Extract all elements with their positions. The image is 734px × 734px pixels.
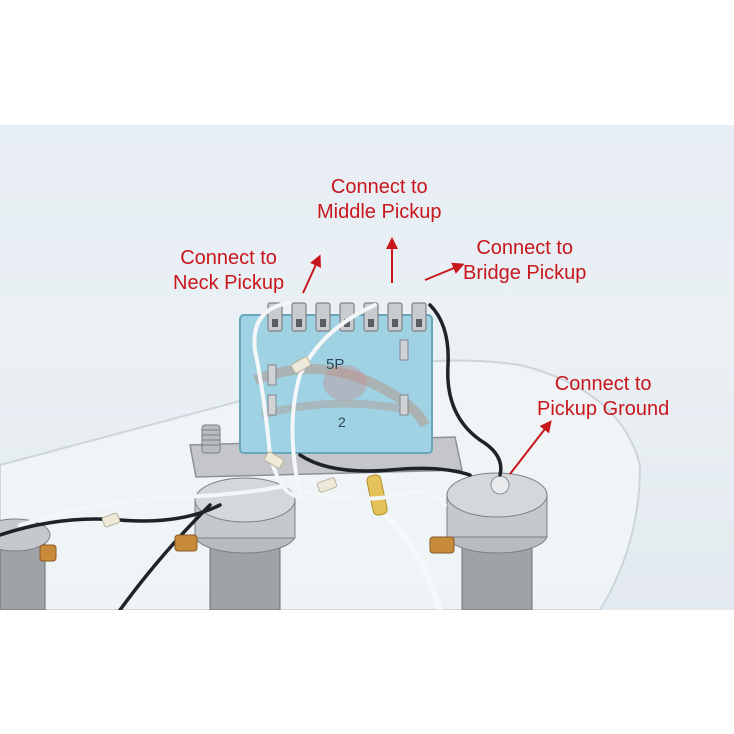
label-middle-pickup: Connect to Middle Pickup (317, 175, 442, 225)
switch-marking-number: 2 (338, 414, 346, 430)
switch-lugs (267, 302, 427, 332)
wiring-harness-illustration (0, 301, 642, 610)
label-bridge-line1: Connect to (476, 237, 574, 259)
potentiometer-far-left (0, 518, 51, 610)
switch-marking-5p: 5P (326, 356, 345, 373)
potentiometer-right (446, 472, 548, 610)
label-ground-line1: Connect to (554, 373, 652, 395)
label-middle-line2: Middle Pickup (317, 201, 442, 223)
switch-board (239, 314, 433, 454)
label-neck-line1: Connect to (180, 247, 277, 269)
mounting-screw (201, 424, 221, 454)
capacitor (366, 474, 388, 516)
label-bridge-pickup: Connect to Bridge Pickup (463, 236, 586, 286)
potentiometer-left (194, 477, 296, 610)
label-neck-pickup: Connect to Neck Pickup (173, 246, 284, 296)
wiring-harness-photo (0, 125, 734, 610)
label-pickup-ground: Connect to Pickup Ground (537, 372, 669, 422)
label-bridge-line2: Bridge Pickup (463, 262, 587, 284)
label-neck-line2: Neck Pickup (173, 272, 285, 294)
label-middle-line1: Connect to (330, 176, 428, 198)
label-ground-line2: Pickup Ground (537, 398, 670, 420)
